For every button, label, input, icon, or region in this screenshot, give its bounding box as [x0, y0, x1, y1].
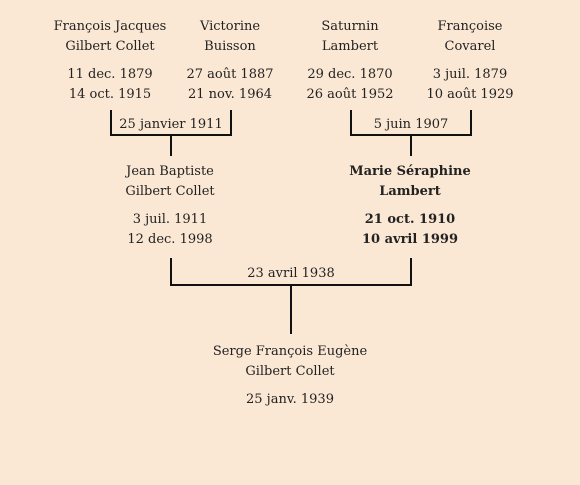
person-birth-date: 29 dec. 1870	[307, 67, 393, 82]
person-first-name: Serge François Eugène	[212, 344, 368, 359]
marriage-date-maternal: 5 juin 1907	[373, 117, 449, 132]
person-birth-date: 3 juil. 1911	[132, 212, 208, 227]
person-last-name: Lambert	[379, 184, 441, 199]
marriage-date-parents: 23 avril 1938	[247, 266, 335, 281]
connector-line	[350, 134, 472, 136]
person-death-date: 10 août 1929	[426, 87, 514, 102]
person-grandfather-paternal: François Jacques Gilbert Collet 11 dec. …	[35, 17, 185, 105]
connector-line	[230, 110, 232, 136]
connector-line	[170, 258, 172, 286]
person-birth-date: 3 juil. 1879	[432, 67, 508, 82]
person-first-name: Saturnin	[321, 19, 379, 34]
person-birth-date: 21 oct. 1910	[364, 212, 456, 227]
person-grandfather-maternal: Saturnin Lambert 29 dec. 1870 26 août 19…	[275, 17, 425, 105]
person-death-date: 14 oct. 1915	[68, 87, 152, 102]
connector-line	[170, 284, 412, 286]
person-grandmother-maternal: Françoise Covarel 3 juil. 1879 10 août 1…	[395, 17, 545, 105]
person-last-name: Gilbert Collet	[125, 184, 215, 199]
person-birth-date: 25 janv. 1939	[246, 392, 334, 407]
person-last-name: Buisson	[204, 39, 256, 54]
person-first-name: Françoise	[437, 19, 503, 34]
person-first-name: François Jacques	[53, 19, 167, 34]
connector-line	[410, 136, 412, 156]
connector-line	[410, 258, 412, 286]
person-mother: Marie Séraphine Lambert 21 oct. 1910 10 …	[335, 162, 485, 250]
connector-line	[110, 134, 232, 136]
person-birth-date: 11 dec. 1879	[67, 67, 153, 82]
connector-line	[170, 136, 172, 156]
person-death-date: 10 avril 1999	[361, 232, 459, 247]
person-last-name: Covarel	[444, 39, 496, 54]
person-subject: Serge François Eugène Gilbert Collet 25 …	[190, 342, 390, 410]
person-last-name: Gilbert Collet	[65, 39, 155, 54]
person-last-name: Gilbert Collet	[245, 364, 335, 379]
person-first-name: Marie Séraphine	[349, 164, 471, 179]
person-first-name: Victorine	[199, 19, 261, 34]
person-last-name: Lambert	[321, 39, 379, 54]
connector-line	[350, 110, 352, 136]
person-first-name: Jean Baptiste	[126, 164, 214, 179]
connector-line	[110, 110, 112, 136]
person-grandmother-paternal: Victorine Buisson 27 août 1887 21 nov. 1…	[155, 17, 305, 105]
person-birth-date: 27 août 1887	[186, 67, 274, 82]
person-death-date: 21 nov. 1964	[187, 87, 273, 102]
person-death-date: 12 dec. 1998	[127, 232, 213, 247]
connector-line	[290, 286, 292, 334]
marriage-date-paternal: 25 janvier 1911	[119, 117, 223, 132]
person-death-date: 26 août 1952	[306, 87, 394, 102]
person-father: Jean Baptiste Gilbert Collet 3 juil. 191…	[95, 162, 245, 250]
connector-line	[470, 110, 472, 136]
